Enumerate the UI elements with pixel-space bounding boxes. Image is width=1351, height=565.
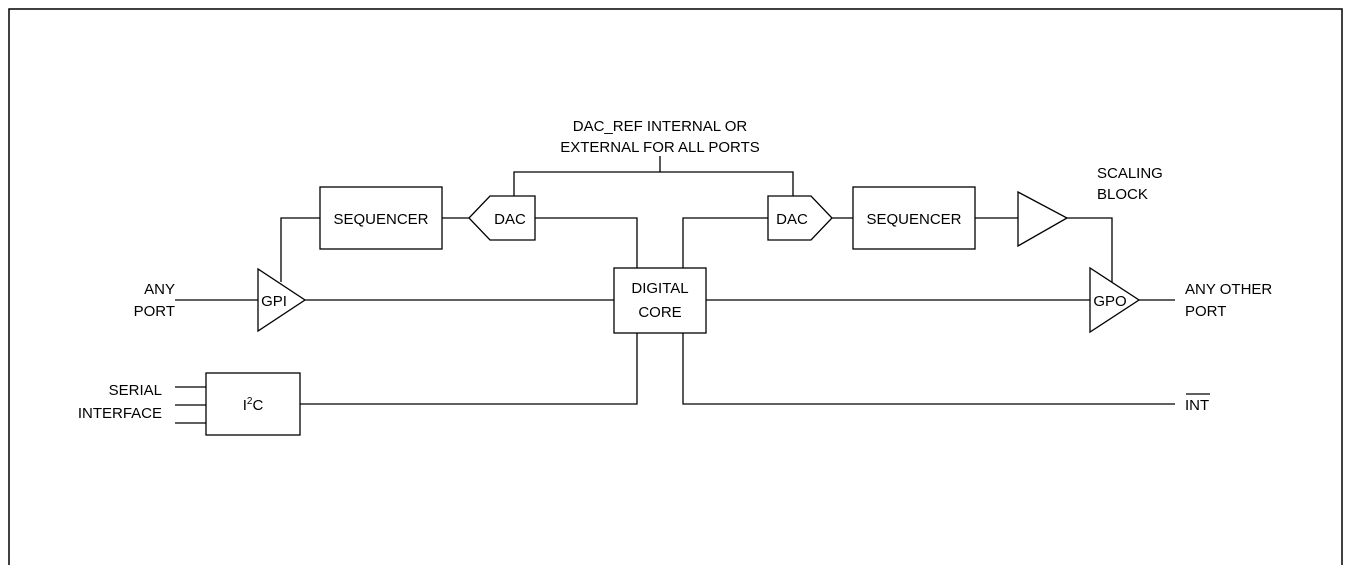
i2c-label-prefix: I xyxy=(243,397,247,414)
dac-ref-label-line1: DAC_REF INTERNAL OR xyxy=(573,118,748,135)
serial-interface-label-line2: INTERFACE xyxy=(78,405,162,422)
scaling-block xyxy=(1017,190,1069,248)
sequencer-left-to-gpi-wire xyxy=(280,217,320,282)
scaling-label-line2: BLOCK xyxy=(1097,186,1148,203)
digital-core-label-line2: CORE xyxy=(638,304,681,321)
dac-ref-label-line2: EXTERNAL FOR ALL PORTS xyxy=(560,139,760,156)
dac-right: DAC xyxy=(767,195,833,241)
gpo-buffer: GPO xyxy=(1089,266,1141,334)
i2c-label-suffix: C xyxy=(252,397,263,414)
any-port-label-line2: PORT xyxy=(134,303,175,320)
gpi-label: GPI xyxy=(261,293,287,310)
i2c-label: I2C xyxy=(243,396,264,414)
i2c-block: I2C xyxy=(205,372,301,436)
digital-core-label-line1: DIGITAL xyxy=(631,280,688,297)
scaling-label-line1: SCALING xyxy=(1097,165,1163,182)
dac-right-label: DAC xyxy=(776,211,808,228)
int-label: INT xyxy=(1185,397,1209,414)
serial-interface-wires xyxy=(175,386,206,424)
core-to-int-wire xyxy=(682,333,1175,405)
any-other-port-label-line1: ANY OTHER xyxy=(1185,281,1272,298)
dac-left-to-core-wire xyxy=(535,217,638,268)
digital-core: DIGITAL CORE xyxy=(613,267,707,334)
dac-right-to-core-wire xyxy=(682,217,768,268)
diagram-frame xyxy=(8,8,1343,565)
sequencer-right-label: SEQUENCER xyxy=(866,211,961,228)
i2c-to-core-wire xyxy=(300,333,638,405)
i2c-label-sup: 2 xyxy=(247,396,253,407)
dac-left: DAC xyxy=(468,195,536,241)
any-other-port-label-line2: PORT xyxy=(1185,303,1226,320)
gpi-buffer: GPI xyxy=(257,267,307,333)
any-port-label-line1: ANY xyxy=(144,281,175,298)
dac-left-label: DAC xyxy=(494,211,526,228)
serial-interface-label-line1: SERIAL xyxy=(109,382,162,399)
scaling-to-gpo-wire xyxy=(1067,217,1113,283)
sequencer-right: SEQUENCER xyxy=(852,186,976,250)
sequencer-left-label: SEQUENCER xyxy=(333,211,428,228)
dac-ref-wire xyxy=(513,156,794,196)
wires xyxy=(175,156,1175,424)
gpo-label: GPO xyxy=(1093,293,1126,310)
sequencer-left: SEQUENCER xyxy=(319,186,443,250)
